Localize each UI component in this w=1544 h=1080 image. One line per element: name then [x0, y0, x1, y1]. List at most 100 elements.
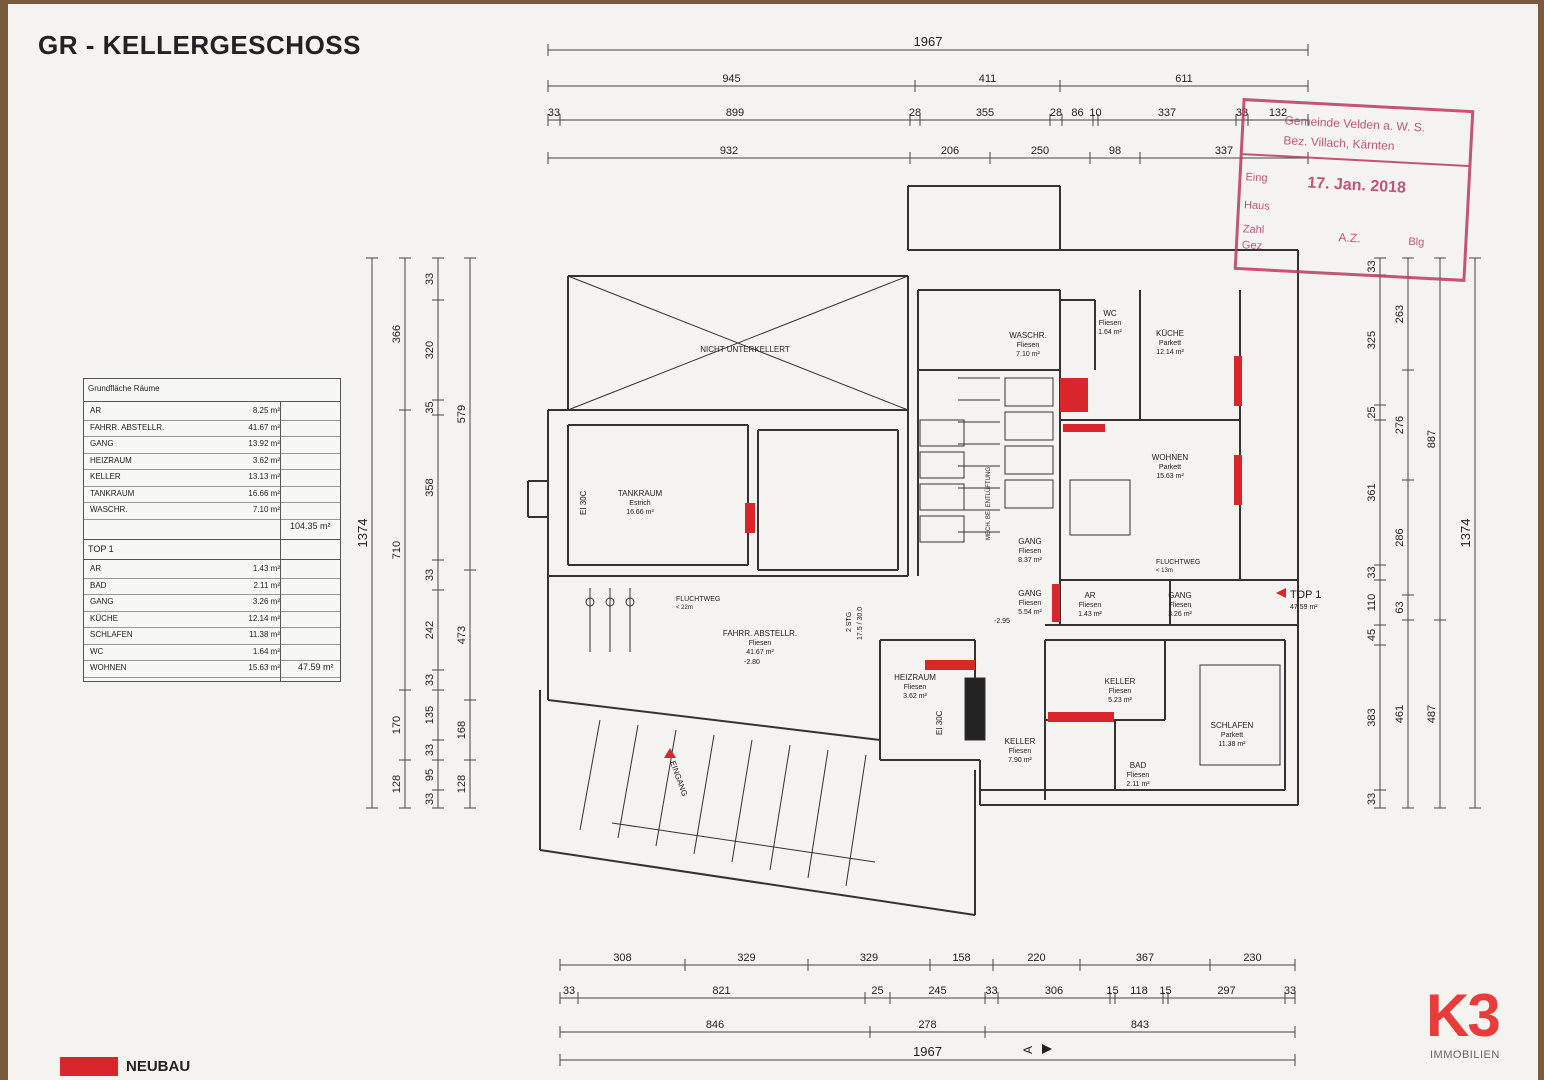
dim-top-row1-label: 945 — [722, 73, 740, 85]
room-finish-label: Estrich — [629, 500, 651, 507]
room-name: BAD — [90, 580, 107, 590]
room-area-label: 7.10 m² — [1016, 351, 1040, 358]
stamp-divider — [1242, 153, 1469, 167]
room-finish-label: Fliesen — [1109, 688, 1132, 695]
neubau-wall — [1052, 584, 1060, 622]
level-label: -2.80 — [744, 659, 760, 666]
dim-left-b-label: 95 — [424, 769, 436, 781]
dim-top-row3-label: 337 — [1215, 145, 1233, 157]
dim-bottom-row2-label: 15 — [1106, 985, 1118, 997]
dim-bottom-row2-label: 33 — [563, 985, 575, 997]
room-name: GANG — [90, 439, 114, 448]
dim-top-row2-label: 899 — [726, 107, 744, 119]
dim-right-b-label: 461 — [1394, 705, 1406, 723]
table-header: Grundfläche Räume — [88, 384, 160, 393]
room-area: 1.43 m² — [252, 564, 280, 573]
room-finish-label: Fliesen — [1019, 548, 1042, 555]
room-area-label: 3.26 m² — [1168, 611, 1192, 618]
row-line — [84, 676, 340, 678]
dim-top-row1-label: 611 — [1175, 73, 1193, 85]
top-label: TOP 1 — [88, 544, 114, 554]
room-name: KELLER — [90, 472, 121, 481]
ramp-line — [617, 724, 639, 839]
room-finish-label: Fliesen — [904, 684, 927, 691]
room-area: 8.25 m² — [252, 406, 280, 415]
legend-label: NEUBAU — [126, 1058, 191, 1075]
dim-right-c-label: 45 — [1366, 629, 1378, 641]
general-total: 104.35 m² — [290, 521, 331, 531]
row-line — [84, 452, 340, 454]
table-row: AR 8.25 m² — [88, 403, 336, 419]
stamp-haus: Haus — [1243, 199, 1271, 213]
dim-right-c-label: 33 — [1366, 793, 1378, 805]
room-area-label: 15.63 m² — [1156, 473, 1184, 480]
room-name-label: TANKRAUM — [618, 489, 663, 498]
storage-cubicle — [919, 451, 965, 479]
ramp-line — [655, 729, 677, 847]
dim-bottom-row2-label: 821 — [712, 985, 730, 997]
dim-top-row2-label: 10 — [1089, 107, 1101, 119]
table-row: WASCHR.7.10 m² — [88, 502, 336, 518]
company-logo: K3 IMMOBILIEN — [1422, 982, 1530, 1067]
row-line — [84, 436, 340, 437]
room-name-label: HEIZRAUM — [894, 673, 936, 682]
stamp-zahl: Zahl — [1242, 223, 1265, 237]
dim-bottom-row3-label: 843 — [1131, 1019, 1149, 1031]
dim-left-b-label: 242 — [424, 621, 436, 639]
room-area-label: 5.23 m² — [1108, 697, 1132, 704]
ramp-line — [693, 734, 715, 855]
logo-mark: K3 — [1426, 982, 1501, 1049]
row-line — [84, 594, 340, 595]
dim-left-a-label: 366 — [391, 325, 403, 343]
dim-bottom-row2-label: 245 — [928, 985, 946, 997]
room-finish-label: Parkett — [1159, 340, 1181, 347]
dim-bottom-total-label: 1967 — [913, 1044, 942, 1059]
dim-left-b-label: 358 — [424, 478, 436, 496]
room-area: 15.63 m² — [248, 663, 280, 672]
room-area: 12.14 m² — [248, 613, 280, 623]
row-line — [84, 577, 340, 579]
escape-route-label: FLUCHTWEG — [1156, 559, 1200, 566]
dim-top-row2-label: 33 — [548, 107, 560, 119]
new-construction-walls — [745, 356, 1242, 722]
room-finish-label: Fliesen — [1127, 772, 1150, 779]
room-area: 7.10 m² — [252, 505, 280, 514]
dim-left-c-label: 168 — [456, 721, 468, 739]
dim-top-row2-label: 337 — [1158, 107, 1176, 119]
dim-right-b-label: 263 — [1394, 305, 1406, 323]
dim-bottom-row2-label: 306 — [1045, 985, 1063, 997]
stamp-line2: Bez. Villach, Kärnten — [1283, 133, 1395, 154]
dim-top-row2-label: 132 — [1269, 107, 1287, 119]
dim-right-c-label: 383 — [1366, 708, 1378, 726]
room-finish-label: Fliesen — [1099, 320, 1122, 327]
neubau-wall — [1048, 712, 1114, 722]
room-area: 3.62 m² — [252, 455, 280, 465]
room-area-label: 12.14 m² — [1156, 349, 1184, 356]
ramp-line — [845, 754, 867, 887]
dim-bottom-row2-label: 118 — [1130, 985, 1148, 997]
dim-left-b-label: 33 — [424, 273, 436, 285]
room-area: 1.64 m² — [252, 646, 280, 656]
storage-cubicle — [919, 515, 965, 543]
dim-right-c-label: 361 — [1366, 483, 1378, 501]
dimension-lines — [366, 44, 1481, 1066]
dim-bottom-row2-label: 15 — [1159, 985, 1171, 997]
dim-left-c-label: 128 — [456, 775, 468, 793]
boiler — [964, 677, 986, 741]
room-name: AR — [90, 406, 102, 415]
sofa — [1069, 479, 1131, 536]
stair-label: 2 STG — [846, 612, 853, 632]
room-area-label: 41.67 m² — [746, 649, 774, 656]
room-area-label: 1.43 m² — [1078, 611, 1102, 618]
